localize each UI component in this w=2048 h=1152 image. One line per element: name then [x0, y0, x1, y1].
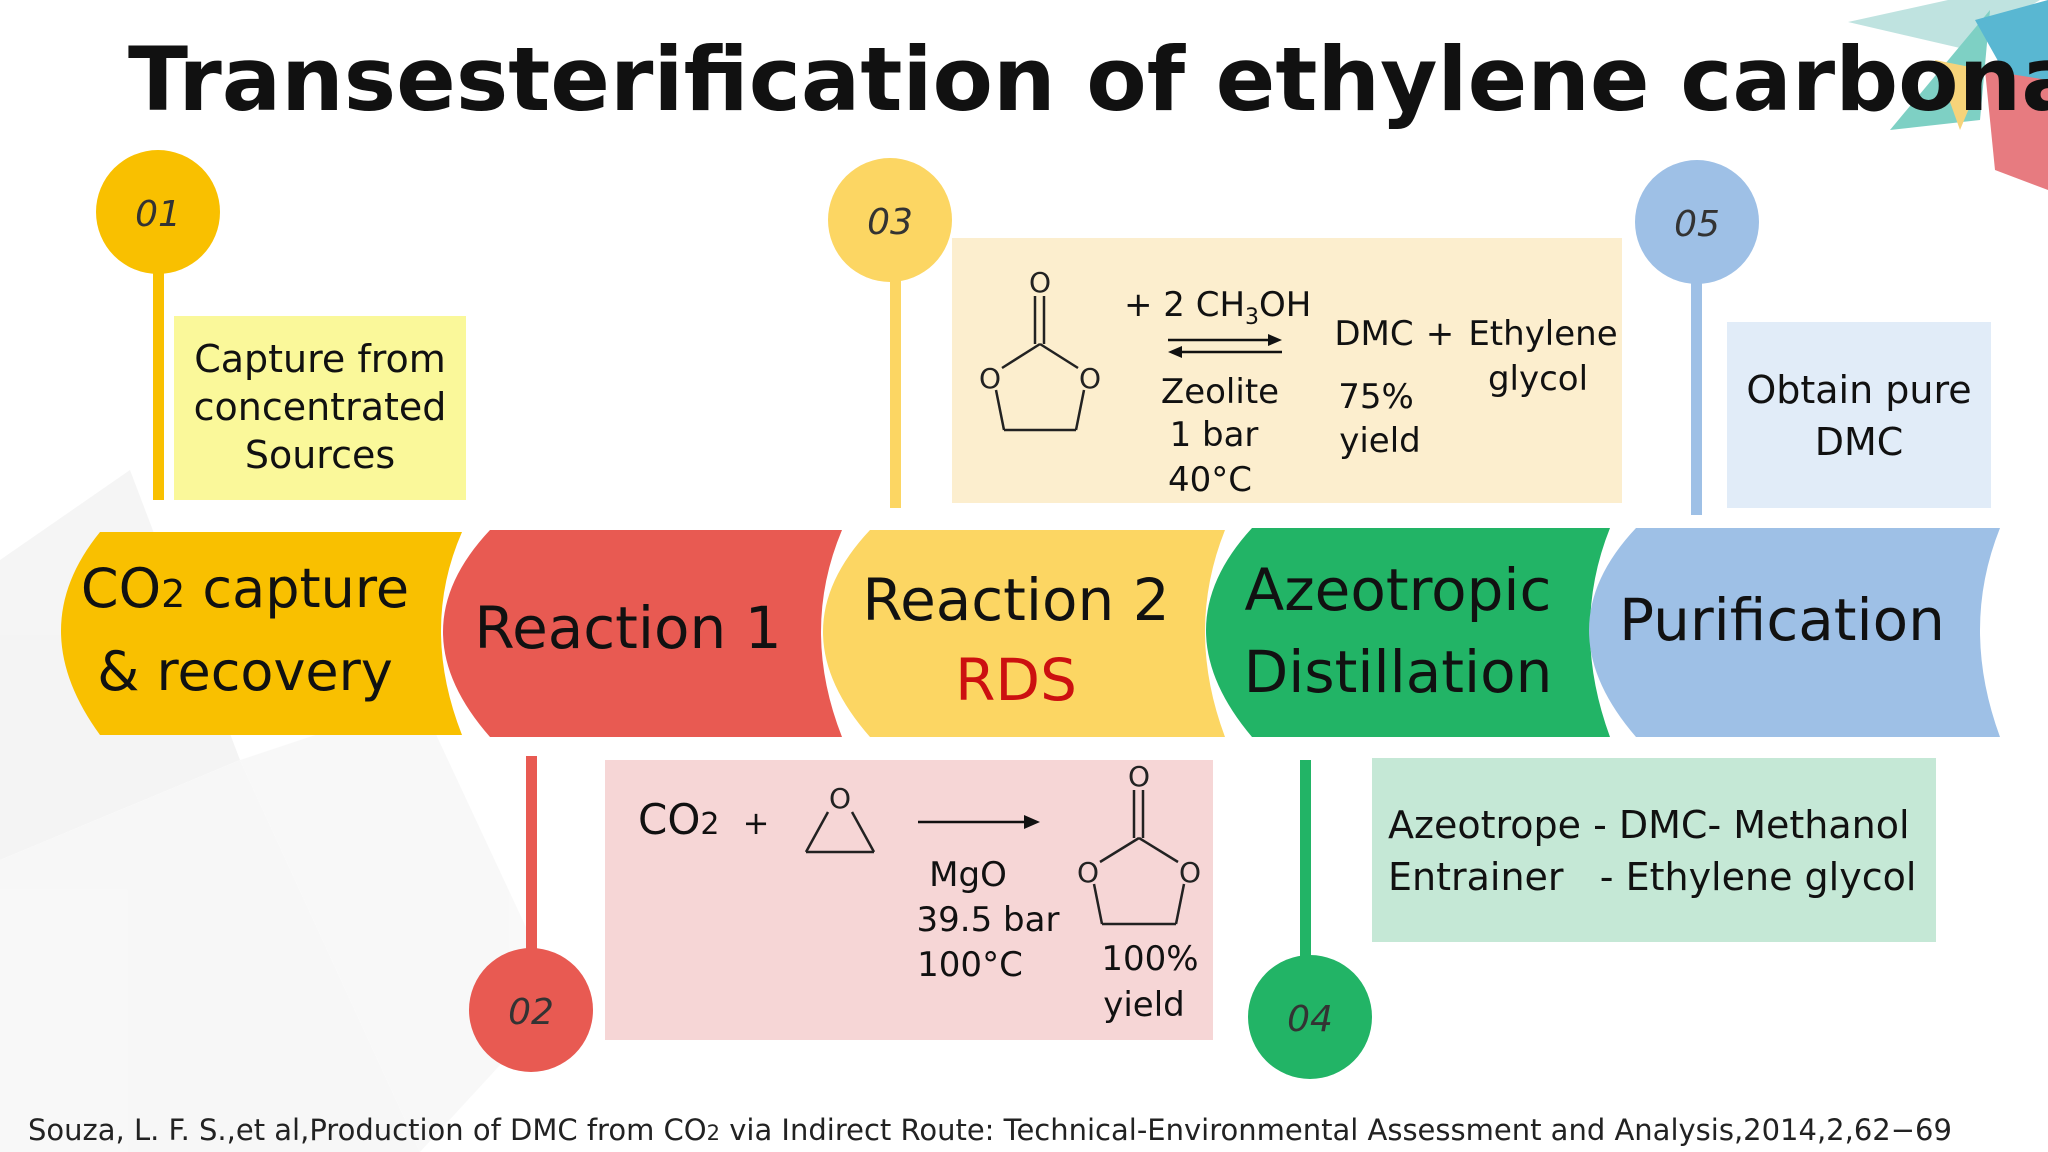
- step5-note: Obtain pure DMC: [1727, 322, 1991, 508]
- step4-note-line: Azeotrope - DMC- Methanol: [1388, 803, 1910, 847]
- step1-note-line: Sources: [245, 433, 395, 477]
- reaction2-box: O O O + 2 CH3OH Zeolite 1 bar 40°C DMC +…: [952, 238, 1622, 503]
- product-ethylene-glycol: glycol: [1488, 359, 1588, 399]
- reaction1-plus: +: [743, 804, 770, 842]
- ethylene-carbonate-structure: [994, 296, 1086, 432]
- reaction1-yield: 100%: [1101, 939, 1198, 979]
- methanol-reagent: + 2 CH3OH: [1124, 285, 1311, 330]
- step4-connector: [1300, 760, 1311, 965]
- step1-segment: [61, 532, 462, 735]
- atom-label: O: [1128, 760, 1150, 793]
- atom-label: O: [1077, 856, 1099, 889]
- step5-number-badge: 05: [1635, 160, 1759, 284]
- step1-number: 01: [135, 194, 181, 235]
- step3-connector: [890, 270, 901, 508]
- step2-title: Reaction 1: [474, 594, 781, 662]
- reaction1-box: CO2 + O MgO 39.5 bar 100°C O O O 10: [605, 760, 1213, 1040]
- reaction1-condition: 100°C: [917, 945, 1023, 985]
- co2-reactant: CO2: [638, 795, 719, 844]
- reaction2-condition: 40°C: [1168, 460, 1252, 500]
- page-title: Transesterification of ethylene carbonat…: [128, 28, 2048, 131]
- atom-label: O: [979, 362, 1001, 395]
- atom-label: O: [1029, 266, 1051, 299]
- step1-note: Capture from concentrated Sources: [174, 316, 466, 500]
- equilibrium-arrows: [1168, 334, 1282, 358]
- step5-segment: [1589, 528, 2000, 737]
- step5-number: 05: [1674, 204, 1720, 245]
- ethylene-oxide-structure: [804, 811, 876, 854]
- step4-number: 04: [1287, 999, 1333, 1040]
- step2-number: 02: [508, 992, 554, 1033]
- product-plus: +: [1426, 314, 1455, 354]
- step4-note: Azeotrope - DMC- Methanol Entrainer - Et…: [1372, 758, 1936, 942]
- step3-segment: [823, 530, 1225, 737]
- step3-number: 03: [867, 202, 913, 243]
- step3-rds-label: RDS: [955, 646, 1077, 714]
- step1-number-badge: 01: [96, 150, 220, 274]
- step1-note-line: Capture from: [194, 337, 446, 381]
- reaction1-yield: yield: [1103, 985, 1185, 1025]
- reaction1-condition: MgO: [929, 855, 1007, 895]
- step5-note-line: DMC: [1815, 420, 1904, 464]
- reaction2-condition: Zeolite: [1161, 372, 1279, 412]
- citation: Souza, L. F. S.,et al,Production of DMC …: [28, 1113, 1952, 1147]
- step5-title: Purification: [1619, 586, 1945, 654]
- step5-note-line: Obtain pure: [1746, 368, 1971, 412]
- step4-number-badge: 04: [1248, 955, 1372, 1079]
- step4-segment: [1206, 528, 1610, 737]
- product-dmc: DMC: [1334, 314, 1413, 354]
- step1-title: CO2 capture: [81, 557, 409, 620]
- atom-label: O: [829, 782, 851, 815]
- step3-title: Reaction 2: [862, 566, 1169, 634]
- step2-segment: [443, 530, 842, 737]
- step2-number-badge: 02: [469, 948, 593, 1072]
- reaction1-arrow: [918, 815, 1040, 829]
- corner-logo-shapes: [1848, 0, 2048, 190]
- step4-title: Azeotropic: [1245, 556, 1552, 624]
- step5-connector: [1691, 280, 1702, 515]
- reaction2-yield: yield: [1339, 421, 1421, 461]
- step1-note-line: concentrated: [194, 385, 447, 429]
- product-ethylene-glycol: Ethylene: [1468, 314, 1617, 354]
- step4-subtitle: Distillation: [1244, 638, 1553, 706]
- step1-connector: [153, 270, 164, 500]
- step1-subtitle: & recovery: [97, 640, 393, 703]
- ethylene-carbonate-product-structure: [1092, 790, 1186, 926]
- reaction2-yield: 75%: [1338, 377, 1414, 417]
- atom-label: O: [1179, 856, 1201, 889]
- step3-number-badge: 03: [828, 158, 952, 282]
- step4-note-line: Entrainer - Ethylene glycol: [1388, 855, 1916, 899]
- reaction1-condition: 39.5 bar: [917, 900, 1060, 940]
- reaction2-condition: 1 bar: [1170, 415, 1259, 455]
- step2-connector: [526, 756, 537, 956]
- atom-label: O: [1079, 362, 1101, 395]
